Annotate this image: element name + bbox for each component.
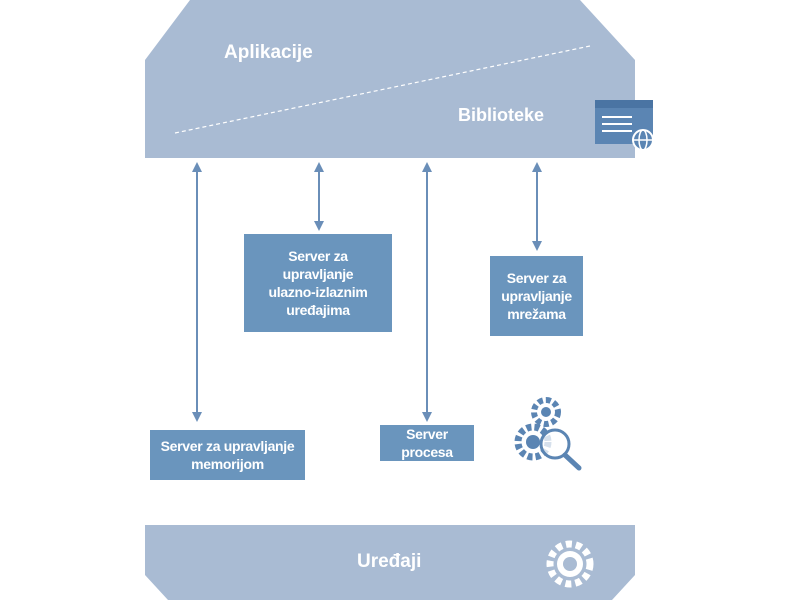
io-server-box: Server za upravljanje ulazno-izlaznim ur… [244, 234, 392, 332]
io-server-line-2: upravljanje [282, 266, 354, 282]
memory-server-line-2: memorijom [191, 456, 264, 472]
libraries-label: Biblioteke [458, 105, 545, 125]
devices-block [145, 525, 635, 600]
device-gear-icon [546, 540, 594, 588]
network-server-line-1: Server za [506, 270, 567, 286]
separator-dashed-line [174, 45, 591, 134]
process-server-line-1: Server procesa [401, 426, 453, 460]
gears-search-icon [514, 397, 582, 471]
applications-label: Aplikacije [224, 42, 313, 63]
network-server-line-2: upravljanje [501, 288, 572, 304]
memory-server-box: Server za upravljanje memorijom [150, 430, 305, 480]
io-server-line-1: Server za [288, 248, 348, 264]
process-server-box: Server procesa [380, 425, 474, 461]
devices-label: Uređaji [357, 551, 422, 572]
library-window-icon [595, 100, 654, 151]
network-server-line-3: mrežama [507, 306, 566, 322]
applications-libraries-block [145, 0, 635, 158]
io-server-line-4: uređajima [286, 302, 350, 318]
memory-server-line-1: Server za upravljanje [160, 438, 295, 454]
network-server-box: Server za upravljanje mrežama [490, 256, 583, 336]
io-server-line-3: ulazno-izlaznim [268, 284, 368, 300]
